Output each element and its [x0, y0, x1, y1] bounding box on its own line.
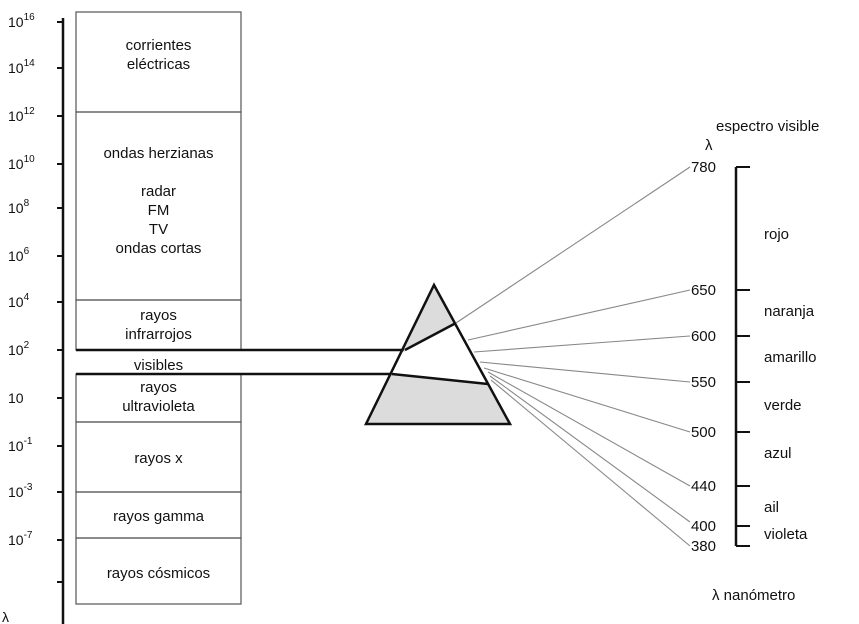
dispersed-ray — [489, 375, 691, 523]
visible-color-label: violeta — [764, 526, 808, 543]
spectrum-band-label: radar — [141, 183, 176, 200]
spectrum-band-label: rayos — [140, 379, 177, 396]
axis-tick-label: 108 — [8, 198, 30, 216]
dispersed-ray — [487, 371, 691, 487]
dispersed-ray — [490, 379, 691, 547]
visible-color-label: verde — [764, 397, 802, 414]
spectrum-band-label: rayos x — [134, 450, 183, 467]
spectrum-band-label: rayos — [140, 307, 177, 324]
visible-color-label: ail — [764, 499, 779, 516]
spectrum-band-label: corrientes — [126, 37, 192, 54]
visible-color-label: rojo — [764, 226, 789, 243]
wavelength-nm-label: 500 — [691, 424, 716, 441]
wavelength-nm-label: 600 — [691, 328, 716, 345]
axis-tick-label: 10-3 — [8, 482, 33, 500]
visible-color-label: naranja — [764, 303, 815, 320]
wavelength-nm-label: 400 — [691, 518, 716, 535]
prism-bottom-shade — [366, 374, 510, 424]
axis-tick-label: 1010 — [8, 154, 35, 172]
spectrum-band-label: rayos cósmicos — [107, 565, 210, 582]
refracted-beam-upper — [404, 321, 457, 352]
axis-tick-label: 104 — [8, 292, 30, 310]
axis-tick-label: 1016 — [8, 12, 35, 30]
spectrum-band-label: FM — [148, 202, 170, 219]
visible-spectrum-scale: 780 650 600 550 500 440 400 380 rojo naranja amari… — [691, 159, 817, 555]
spectrum-band-label: ondas cortas — [116, 240, 202, 257]
spectrum-band-label: rayos gamma — [113, 508, 205, 525]
axis-tick-label: 10 — [8, 390, 24, 406]
wavelength-nm-label: 550 — [691, 374, 716, 391]
spectrum-band-label: ondas herzianas — [103, 145, 213, 162]
spectrum-band-label: TV — [149, 221, 168, 238]
spectrum-band-label: infrarrojos — [125, 326, 192, 343]
nanometer-unit-label: λ nanómetro — [712, 587, 795, 604]
prism-outline — [363, 282, 513, 426]
wavelength-log-axis: 1016 1014 1012 1010 108 106 104 102 10 10-1 10-3 10… — [8, 12, 65, 624]
dispersed-ray — [467, 289, 691, 341]
visible-color-label: amarillo — [764, 349, 817, 366]
dispersed-ray — [479, 361, 691, 383]
visible-color-label: azul — [764, 445, 792, 462]
dispersed-ray — [455, 166, 691, 324]
prism — [363, 282, 513, 426]
axis-tick-label: 10-1 — [8, 436, 33, 454]
axis-tick-label: 10-7 — [8, 530, 33, 548]
wavelength-nm-label: 380 — [691, 538, 716, 555]
wavelength-nm-label: 440 — [691, 478, 716, 495]
spectrum-band-label: ultravioleta — [122, 398, 195, 415]
wavelength-nm-label: 780 — [691, 159, 716, 176]
dispersed-ray — [473, 335, 691, 353]
axis-tick-label: 1012 — [8, 106, 35, 124]
spectrum-band-label: visibles — [134, 357, 183, 374]
axis-tick-label: 106 — [8, 246, 30, 264]
dispersed-rays — [455, 166, 691, 547]
axis-tick-label: 1014 — [8, 58, 35, 76]
visible-lambda-symbol: λ — [705, 137, 713, 154]
axis-lambda-symbol: λ — [2, 609, 9, 624]
axis-tick-label: 102 — [8, 340, 30, 358]
dispersed-ray — [483, 367, 691, 433]
spectrum-bands: corrientes eléctricas ondas herzianas radar… — [75, 11, 242, 605]
spectrum-band-box — [75, 537, 242, 605]
spectrum-band-label: eléctricas — [127, 56, 190, 73]
wavelength-nm-label: 650 — [691, 282, 716, 299]
visible-spectrum-title: espectro visible — [716, 118, 819, 135]
refracted-beam-lower — [391, 372, 489, 386]
